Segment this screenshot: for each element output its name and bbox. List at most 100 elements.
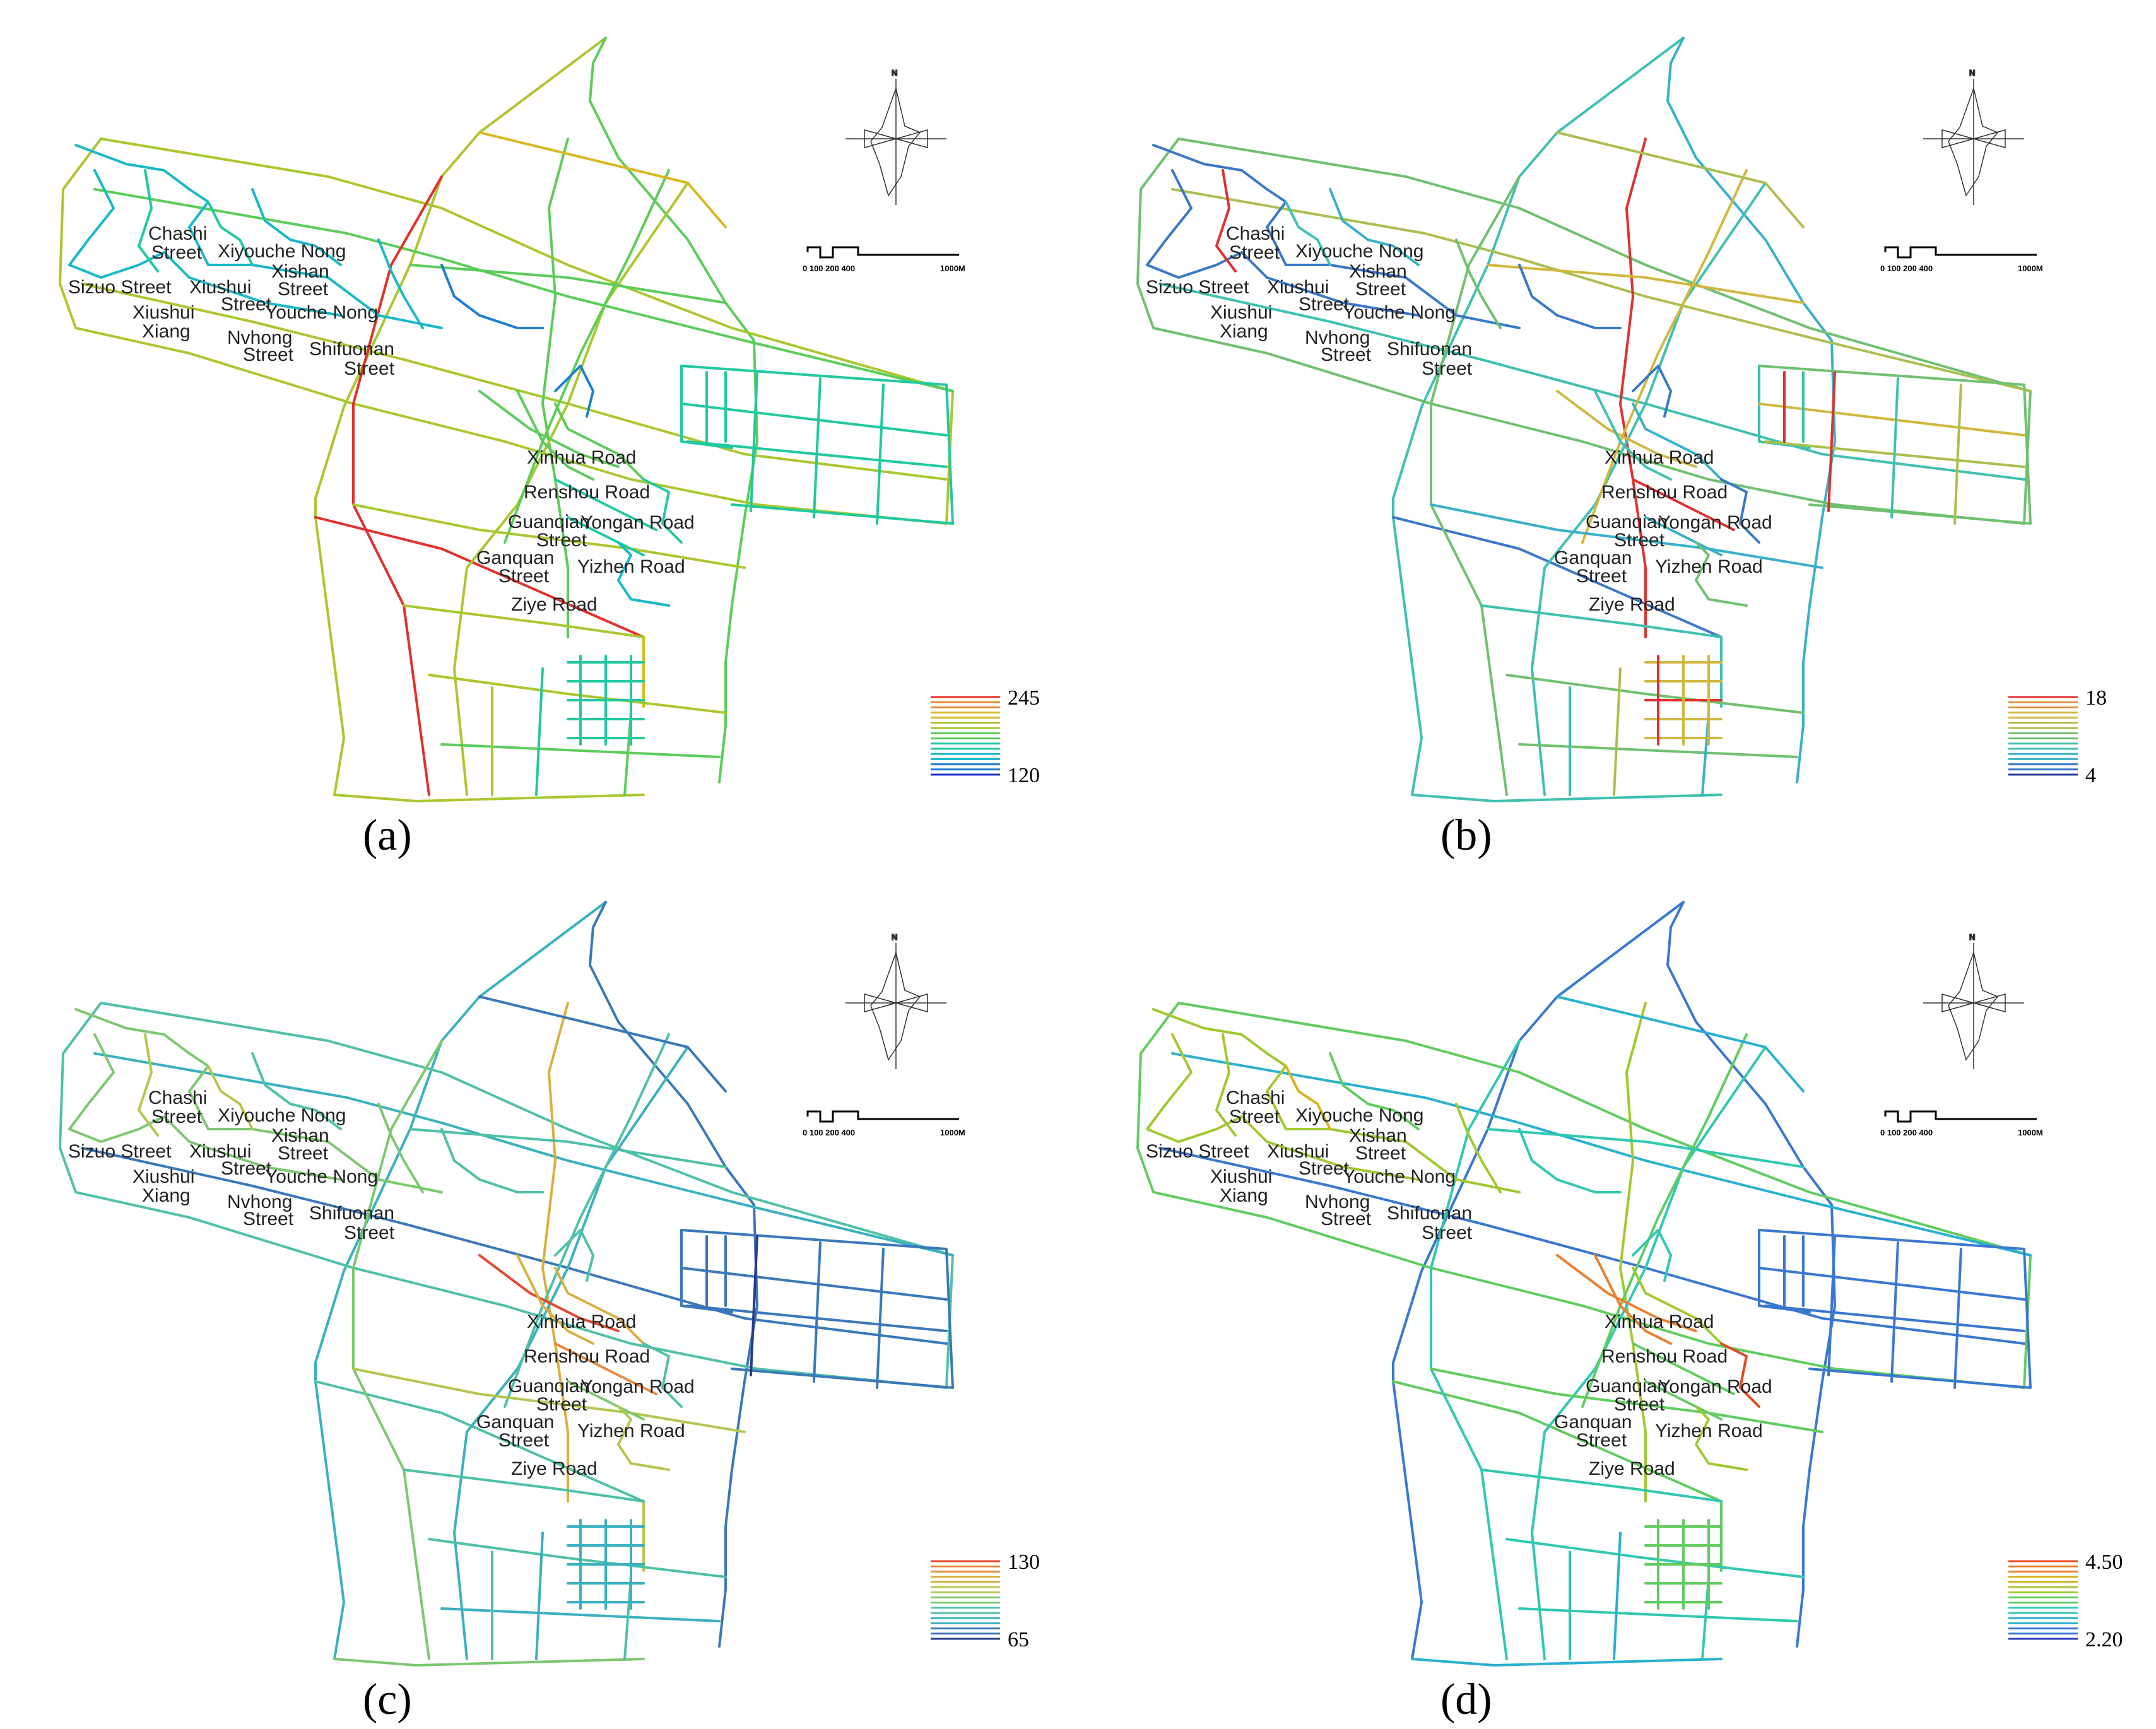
compass-north-label: N [892,932,897,942]
road-segment [1594,1254,1672,1345]
street-label: Yongan Road [580,1376,695,1397]
road-segment [81,1147,948,1345]
road-segment [1430,503,1823,569]
road-segment [554,478,657,531]
road-segment [1392,1380,1723,1503]
street-label: Ganquan [476,548,554,568]
compass-rose-icon: N [845,932,946,1069]
street-label: Guanqian [508,512,590,532]
street-label: Ziye Road [511,1458,598,1479]
street-label: Sizuo Street [1146,1141,1249,1162]
street-label: Street [151,242,203,263]
road-segment [314,516,645,638]
street-label: Chashi [148,1087,207,1108]
street-label: Shifuonan [309,1203,394,1224]
street-label: Xinhua Road [527,447,636,468]
street-label: Street [1422,1222,1473,1243]
road-segment [478,390,620,468]
road-segment [1695,1405,1748,1471]
road-segment [1430,175,1521,796]
road-segment [352,1368,746,1433]
road-segment [589,37,758,783]
street-label: Xiyouche Nong [218,241,346,262]
street-label: Sizuo Street [1146,277,1249,298]
road-segment [680,365,954,525]
road-segment [1758,365,2032,525]
street-label: Yizhen Road [577,1421,685,1441]
street-label: Street [498,566,550,587]
street-label: Xiushui [1267,277,1329,298]
street-label: Yongan Road [1658,512,1772,533]
road-segment [428,1538,727,1578]
scale-bar [806,1110,959,1123]
road-segment [478,131,727,228]
street-label: Street [151,1106,203,1127]
road-segment [1285,201,1331,266]
road-segment [1146,169,1420,317]
road-segment [74,144,443,329]
street-label: Xiushui [133,1166,194,1187]
road-segment [1644,1380,1723,1421]
street-label: Xiyouche Nong [218,1105,346,1126]
panel-caption: (c) [363,1675,412,1724]
road-segment [403,604,645,638]
road-segment [1152,1008,1521,1193]
street-label: Xiyouche Nong [1295,1105,1423,1126]
road-segment [440,264,544,329]
street-label: Street [243,1209,294,1229]
street-label: Guanqian [1586,1376,1668,1397]
street-label: Xiang [142,1185,191,1206]
street-label: Street [1321,1209,1372,1229]
panel-caption: (a) [363,811,412,860]
road-segment [1487,264,1805,304]
street-label: Guanqian [1586,512,1668,532]
street-label: Yongan Road [1658,1376,1772,1397]
road-segment [352,175,443,796]
street-label: Renshou Road [524,482,650,503]
road-segments [59,901,954,1667]
road-segment [1392,516,1723,638]
road-segment [428,674,727,714]
legend-min-label: 65 [1008,1628,1029,1651]
street-label: Street [1299,1158,1350,1179]
street-label: Street [1576,1430,1627,1451]
road-segment [1890,1241,1899,1383]
road-segment [1632,1342,1735,1395]
road-segment [876,1248,885,1389]
road-segment [1758,1229,1811,1313]
road-segment [333,794,645,802]
road-segment [1455,1103,1502,1193]
road-segment [567,516,645,556]
road-segment [1632,1229,1672,1282]
road-segment [1455,238,1502,329]
road-segment [1581,1033,1748,1408]
road-segment [680,1229,733,1313]
road-segment [1505,1538,1805,1578]
road-segment [1215,1033,1237,1137]
road-segment [1632,365,1672,418]
road-segment [750,371,758,512]
scale-bar [1884,246,2037,259]
road-segment [1171,1052,2032,1257]
road-segment [1430,1368,1823,1433]
road-segment [1329,1052,1420,1130]
road-segment [1480,604,1723,638]
road-segment [1152,144,1521,329]
road-segment [1480,1468,1723,1503]
compass-rose-icon: N [1923,932,2024,1069]
road-segment [251,1052,342,1130]
road-segment [1518,1607,1798,1622]
road-segment [541,138,569,638]
street-label: Renshou Road [524,1346,650,1367]
street-label: Street [536,1394,587,1415]
road-segment [403,1468,645,1503]
compass-north-label: N [1969,68,1975,78]
street-label: Ziye Road [511,594,598,615]
road-segment [1171,188,2032,392]
road-segment [813,1241,822,1383]
